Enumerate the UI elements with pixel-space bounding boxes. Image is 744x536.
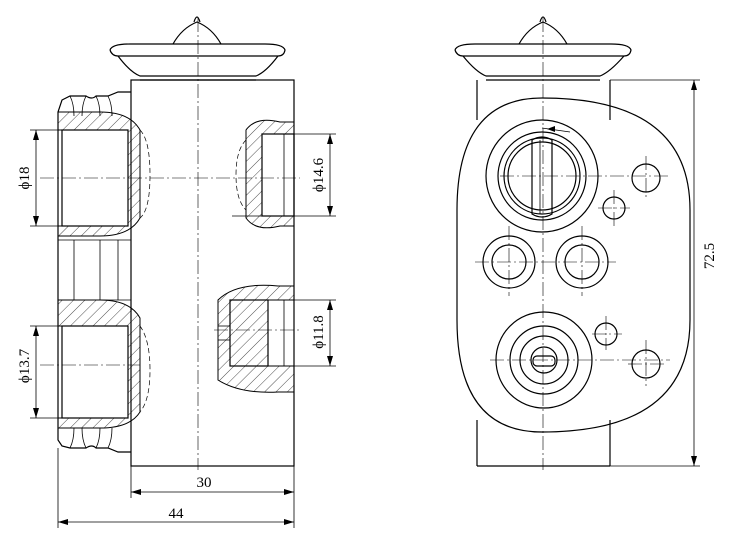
upper-left-port [57,111,151,237]
dim-d11-8-label: ϕ11.8 [311,315,327,349]
front-view: 72.5 [454,16,718,470]
valve-body [130,79,295,467]
dim-d14-6-label: ϕ14.6 [311,157,327,192]
dim-d13-7: ϕ13.7 [17,325,62,419]
lower-left-port [57,299,151,429]
dim-h72-5: 72.5 [610,79,718,467]
dim-w44: 44 [57,448,294,528]
dim-d11-8: ϕ11.8 [294,299,336,367]
dim-w30-label: 30 [197,475,212,491]
dim-w44-label: 44 [169,506,185,522]
dim-d14-6: ϕ14.6 [294,133,336,217]
upper-right-port [232,119,295,229]
dim-d18-label: ϕ18 [17,167,33,190]
top-cap [109,16,286,81]
dim-w30: 30 [130,466,295,528]
left-flange [57,91,131,453]
lower-right-port [217,284,295,393]
front-body-outline [456,97,691,433]
dim-h72-5-label: 72.5 [702,243,718,269]
side-section-view: ϕ18 ϕ13.7 ϕ14.6 ϕ11.8 [17,16,336,528]
dim-d18: ϕ18 [17,129,62,227]
dim-d13-7-label: ϕ13.7 [17,348,33,383]
